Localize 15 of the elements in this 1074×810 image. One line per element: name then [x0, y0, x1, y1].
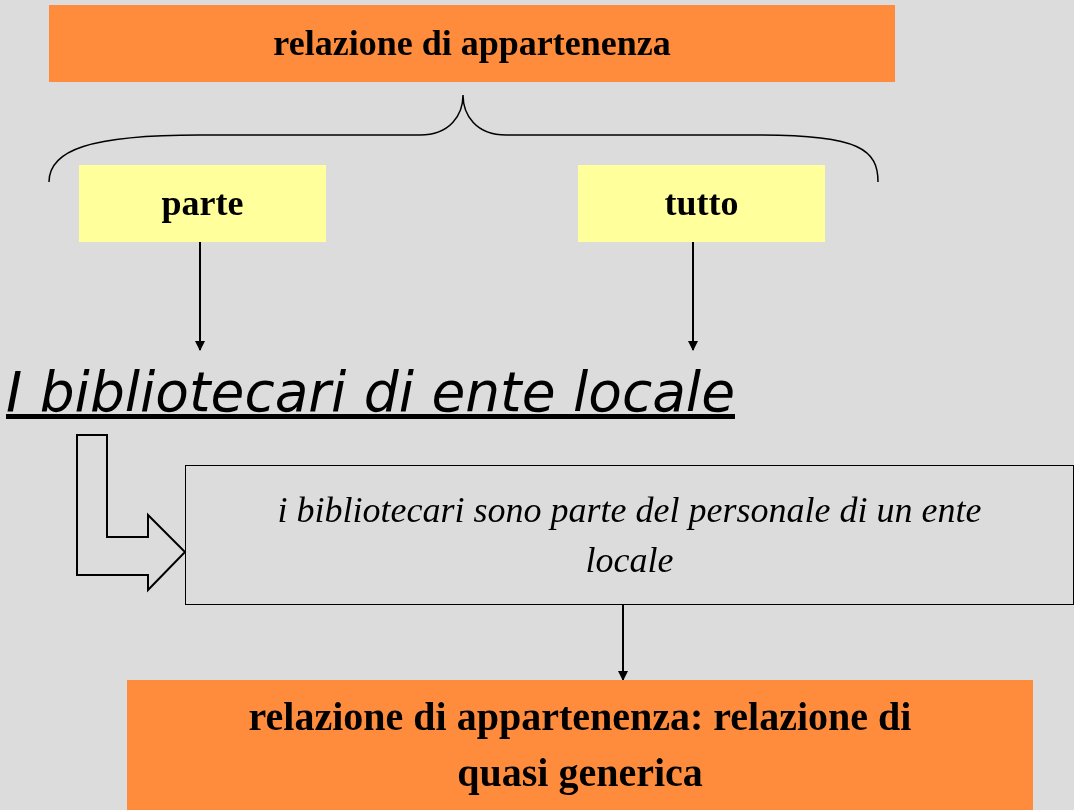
conclusion-banner	[127, 680, 1033, 810]
node-text: i bibliotecari sono parte del personale di un ente locale	[276, 488, 983, 582]
explanation-box	[185, 465, 1074, 605]
arrow	[618, 604, 628, 681]
node-text: tutto	[663, 182, 740, 226]
arrow	[195, 241, 205, 351]
block-arrow	[76, 434, 187, 593]
node-text: I bibliotecari di ente locale	[5, 359, 736, 426]
node-text: relazione di appartenenza	[272, 22, 672, 66]
node-text: relazione di appartenenza: relazione di quasi generica	[247, 693, 913, 797]
category-box	[79, 165, 326, 242]
category-box	[578, 165, 825, 242]
node-text: parte	[160, 182, 245, 226]
arrow	[688, 241, 698, 351]
title-banner	[49, 5, 895, 82]
